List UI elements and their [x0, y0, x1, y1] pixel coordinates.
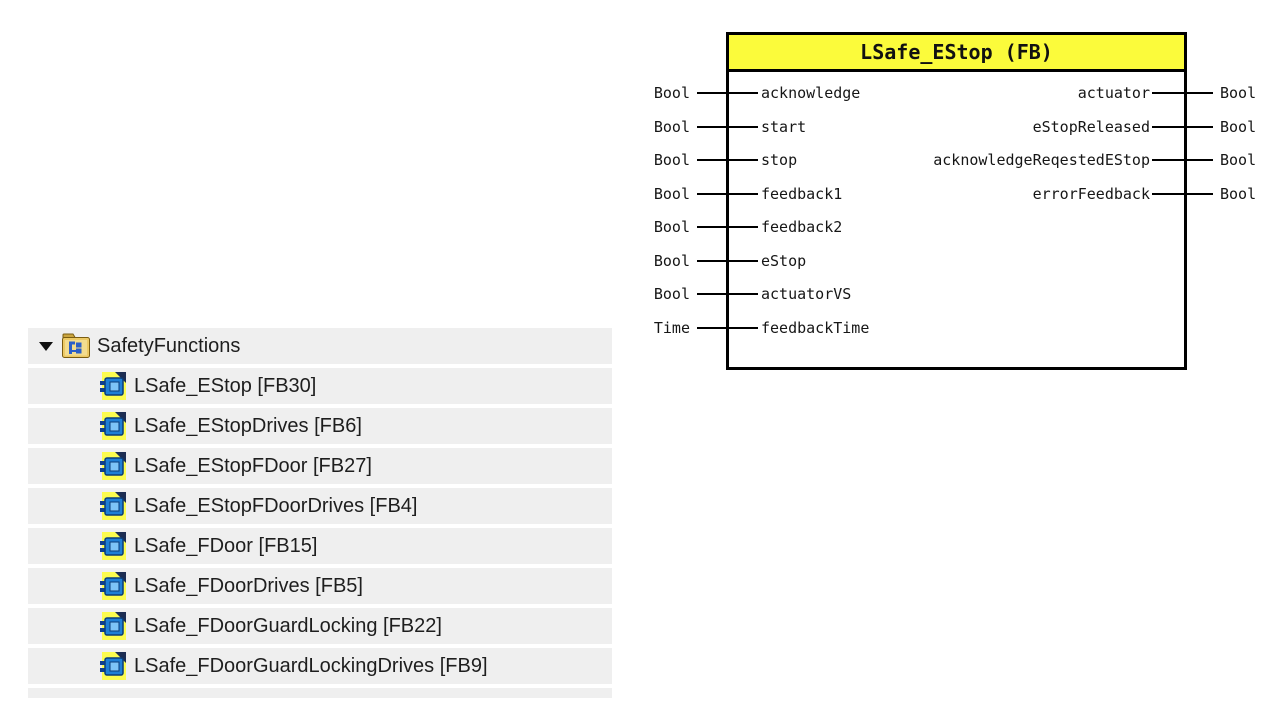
collapse-triangle-icon[interactable]	[39, 341, 53, 351]
function-block-icon	[100, 412, 126, 440]
input-pin-type: Time	[653, 318, 690, 337]
blocks-folder-icon	[62, 333, 90, 358]
output-pin-line	[1152, 125, 1213, 128]
input-pin-type: Bool	[653, 218, 690, 236]
tree-item[interactable]: LSafe_EStopFDoorDrives [FB4]	[28, 488, 612, 524]
output-pin-type: Bool	[1220, 151, 1257, 169]
tree-item[interactable]: LSafe_FDoorGuardLocking [FB22]	[28, 608, 612, 644]
function-block-icon	[100, 572, 126, 600]
tree-item[interactable]: LSafe_EStopFDoor [FB27]	[28, 448, 612, 484]
input-pin-line	[697, 92, 758, 94]
function-block-lsafe-estop: LSafe_EStop (FB)	[726, 32, 1187, 370]
output-pin-type: Bool	[1220, 117, 1257, 136]
function-block-icon	[100, 492, 126, 520]
input-pin-name: acknowledge	[761, 84, 861, 102]
tree-item-label: SafetyFunctions	[97, 334, 241, 357]
output-pin-line	[1152, 92, 1213, 94]
function-block-icon	[100, 532, 126, 560]
tree-item-label: LSafe_FDoorDrives [FB5]	[134, 574, 363, 597]
tree-item[interactable]: LSafe_FDoor [FB15]	[28, 528, 612, 564]
input-pin-type: Bool	[653, 285, 690, 303]
input-pin-name: eStop	[761, 251, 807, 270]
output-pin-line	[1152, 159, 1213, 161]
tree-item-label: LSafe_EStopFDoorDrives [FB4]	[134, 494, 418, 517]
input-pin-line	[697, 326, 758, 329]
input-pin-line	[697, 159, 758, 161]
input-pin-name: feedbackTime	[761, 318, 870, 337]
output-pin-name: acknowledgeReqestedEStop	[933, 151, 1150, 169]
output-pin-line	[1152, 192, 1213, 195]
input-pin-line	[697, 192, 758, 195]
tree-item-label: LSafe_EStopDrives [FB6]	[134, 414, 362, 437]
input-pin-line	[697, 125, 758, 128]
output-pin-name: actuator	[1077, 84, 1150, 102]
input-pin-type: Bool	[653, 117, 690, 136]
input-pin-name: stop	[761, 151, 798, 169]
input-pin-name: actuatorVS	[761, 285, 852, 303]
function-block-icon	[100, 612, 126, 640]
input-pin-line	[697, 259, 758, 262]
input-pin-type: Bool	[653, 84, 690, 102]
input-pin-line	[697, 226, 758, 228]
input-pin-name: feedback1	[761, 184, 843, 203]
output-pin-type: Bool	[1220, 184, 1257, 203]
input-pin-type: Bool	[653, 184, 690, 203]
input-pin-name: feedback2	[761, 218, 843, 236]
tree-item[interactable]: LSafe_FDoorGuardLockingDrives [FB9]	[28, 648, 612, 684]
tree-item-label: LSafe_FDoorGuardLocking [FB22]	[134, 614, 442, 637]
block-title: LSafe_EStop (FB)	[860, 40, 1053, 64]
input-pin-name: start	[761, 117, 807, 136]
tree-item-safetyfunctions[interactable]: SafetyFunctions	[28, 328, 612, 364]
function-block-icon	[100, 372, 126, 400]
tree-row-partial	[28, 688, 612, 698]
output-pin-name: eStopReleased	[1032, 117, 1150, 136]
input-pin-type: Bool	[653, 251, 690, 270]
output-pin-name: errorFeedback	[1032, 184, 1150, 203]
input-pin-type: Bool	[653, 151, 690, 169]
output-pin-type: Bool	[1220, 84, 1257, 102]
folder-icon-slot	[61, 332, 91, 360]
tree-item[interactable]: LSafe_EStopDrives [FB6]	[28, 408, 612, 444]
tree-item[interactable]: LSafe_FDoorDrives [FB5]	[28, 568, 612, 604]
tree-item-label: LSafe_FDoor [FB15]	[134, 534, 318, 557]
tree-item[interactable]: LSafe_EStop [FB30]	[28, 368, 612, 404]
tree-item-label: LSafe_EStopFDoor [FB27]	[134, 454, 372, 477]
function-block-icon	[100, 652, 126, 680]
tree-item-label: LSafe_FDoorGuardLockingDrives [FB9]	[134, 654, 488, 677]
tree-item-label: LSafe_EStop [FB30]	[134, 374, 317, 397]
block-header: LSafe_EStop (FB)	[729, 35, 1184, 72]
input-pin-line	[697, 293, 758, 295]
function-block-icon	[100, 452, 126, 480]
